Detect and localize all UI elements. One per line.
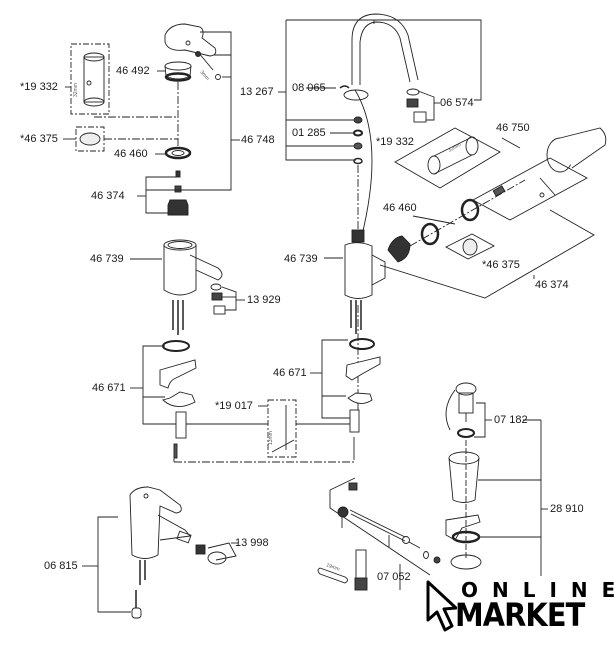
bidet-jet-13998 xyxy=(195,544,206,555)
cartridge-19332-left xyxy=(83,52,105,107)
cartridge-dim-sink: 32mm xyxy=(447,142,462,154)
pop-up-knob xyxy=(131,607,142,619)
label-46671-sink: 46 671 xyxy=(273,367,307,379)
wrench-dim: 19mm xyxy=(325,562,340,572)
cartridge-box-sink xyxy=(394,127,501,189)
logo-text-market: MARKET xyxy=(455,596,585,634)
cursor-arrow-icon xyxy=(426,580,457,632)
label-28910: 28 910 xyxy=(550,503,584,515)
bidet-hoses xyxy=(139,560,146,585)
spacer-box-sink xyxy=(445,233,495,260)
label-46460-sink: 46 460 xyxy=(383,202,417,214)
aerator-06574 xyxy=(406,88,440,123)
bidet-mixer-body xyxy=(129,486,192,559)
label-13267: 13 267 xyxy=(240,86,274,98)
plug-07182 xyxy=(445,382,477,438)
waste-body-28910 xyxy=(445,451,482,570)
hex-key-dim: 3mm xyxy=(198,69,210,81)
label-08065: 08 065 xyxy=(292,82,326,94)
label-46375-left: *46 375 xyxy=(20,133,58,145)
washer-left xyxy=(162,340,190,352)
label-19332-sink: *19 332 xyxy=(376,136,414,148)
tool-box-19017 xyxy=(267,399,297,458)
part-nut-46460-left xyxy=(164,146,192,160)
logo-text-online: ONLINE xyxy=(461,578,615,602)
part-46375-left xyxy=(79,132,101,146)
aerator-13929 xyxy=(210,283,245,315)
cartridge-sink xyxy=(387,235,411,263)
cartridge-dim-left: 32mm xyxy=(73,83,79,97)
label-46671-left: 46 671 xyxy=(92,382,126,394)
label-46374-left: 46 374 xyxy=(91,190,125,202)
cartridge-19332-sink xyxy=(427,136,479,175)
label-46374-sink: 46 374 xyxy=(535,279,569,291)
label-06815: 06 815 xyxy=(44,560,78,572)
pop-up-rod-07052 xyxy=(317,477,441,591)
fixing-plate-left xyxy=(162,391,196,407)
label-46375-sink: *46 375 xyxy=(482,259,520,271)
tool-dim: 13mm xyxy=(268,431,274,445)
part-46375-sink xyxy=(462,238,478,256)
swivel-spout xyxy=(343,13,419,101)
hoses-left xyxy=(172,300,184,335)
label-01285: 01 285 xyxy=(292,127,326,139)
mixer-body-46739-sink xyxy=(324,229,386,299)
mixer-body-46739-left xyxy=(130,239,223,296)
label-06574: 06 574 xyxy=(440,97,474,109)
label-46748: 46 748 xyxy=(241,134,275,146)
part-nut-46460-sink xyxy=(420,222,440,246)
label-46739-sink: 46 739 xyxy=(284,253,318,265)
label-13929: 13 929 xyxy=(247,294,281,306)
label-13998: 13 998 xyxy=(235,537,269,549)
online-market-logo: ONLINE MARKET xyxy=(425,576,615,634)
lever-handle-left xyxy=(164,23,221,80)
part-cap-46492 xyxy=(164,61,192,82)
lever-handle-46750 xyxy=(539,127,607,198)
gasket-left xyxy=(159,359,197,389)
label-07182: 07 182 xyxy=(494,414,528,426)
label-19332-left: *19 332 xyxy=(20,81,58,93)
cartridge-box-left xyxy=(70,43,110,115)
label-46460-left: 46 460 xyxy=(114,148,148,160)
threaded-rod-left xyxy=(175,411,187,439)
label-19017: *19 017 xyxy=(215,400,253,412)
label-46739-left: 46 739 xyxy=(90,253,124,265)
label-07052: 07 052 xyxy=(377,571,411,583)
label-46750: 46 750 xyxy=(496,122,530,134)
label-46492: 46 492 xyxy=(116,65,150,77)
